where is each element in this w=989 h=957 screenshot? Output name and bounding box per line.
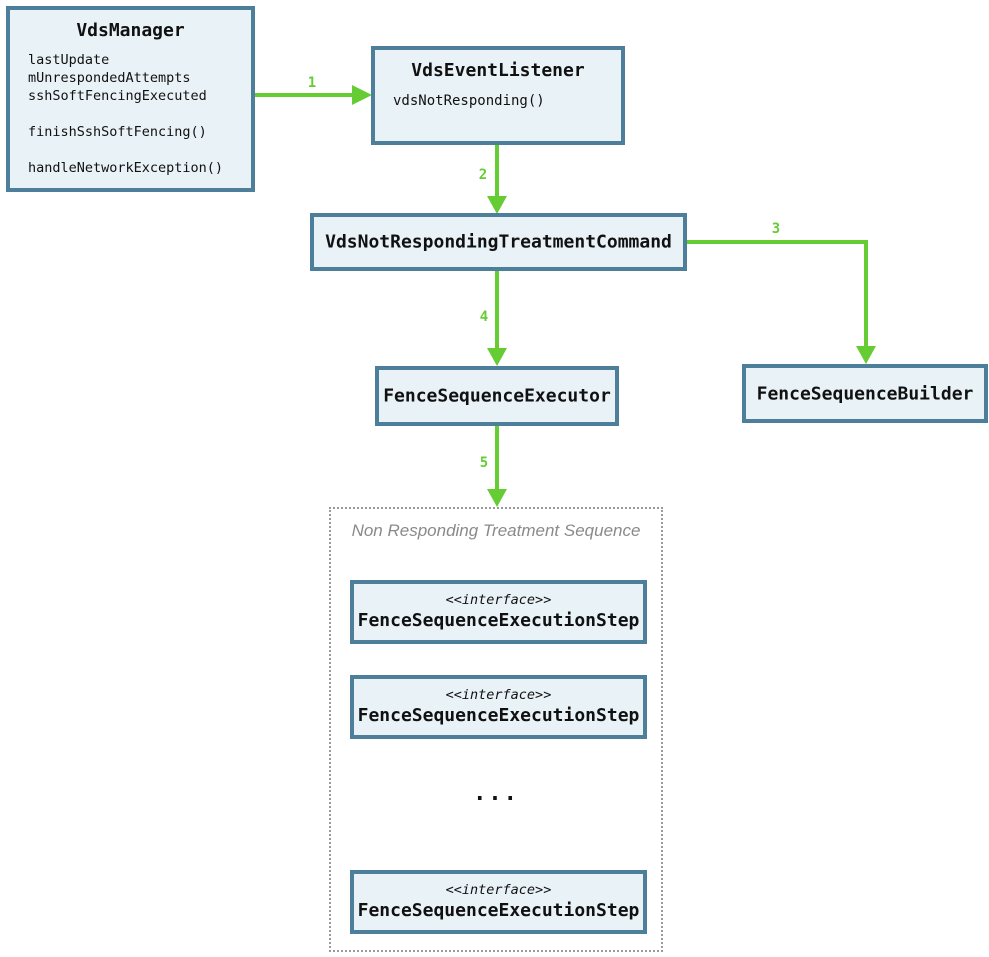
arrow-2-label: 2 [478,167,488,183]
attribute-line: sshSoftFencingExecuted [28,88,207,104]
sequence-container: Non Responding Treatment Sequence <<inte… [329,507,663,952]
method-line: vdsNotResponding() [393,93,545,109]
node-title: VdsNotRespondingTreatmentCommand [325,231,672,253]
method-line: handleNetworkException() [28,160,224,176]
node-title: FenceSequenceExecutor [383,385,611,407]
node-title: FenceSequenceExecutionStep [357,704,640,726]
node-vds-manager: VdsManager lastUpdate mUnrespondedAttemp… [6,6,255,192]
node-fence-sequence-execution-step: <<interface>> FenceSequenceExecutionStep [350,870,647,934]
node-vds-not-responding-treatment-command: VdsNotRespondingTreatmentCommand [310,213,687,271]
attribute-line: mUnrespondedAttempts [28,70,191,86]
arrow-4-label: 4 [479,309,489,325]
arrow-3-label: 3 [771,221,781,237]
node-title: VdsManager [76,20,185,41]
method-line: finishSshSoftFencing() [28,124,207,140]
node-title: FenceSequenceExecutionStep [357,899,640,921]
ellipsis-label: ... [473,781,519,806]
arrow-3 [687,240,876,364]
stereotype-label: <<interface>> [445,686,552,703]
node-title: FenceSequenceExecutionStep [357,609,640,631]
sequence-container-title: Non Responding Treatment Sequence [351,521,641,540]
node-fence-sequence-executor: FenceSequenceExecutor [375,366,619,426]
node-title: FenceSequenceBuilder [756,383,974,404]
arrow-5-label: 5 [479,455,489,471]
stereotype-label: <<interface>> [445,591,552,608]
node-vds-event-listener: VdsEventListener vdsNotResponding() [371,46,625,145]
node-fence-sequence-builder: FenceSequenceBuilder [742,364,988,423]
node-title: VdsEventListener [411,60,585,81]
stereotype-label: <<interface>> [445,881,552,898]
arrow-1-label: 1 [307,75,317,91]
node-fence-sequence-execution-step: <<interface>> FenceSequenceExecutionStep [350,580,647,644]
node-fence-sequence-execution-step: <<interface>> FenceSequenceExecutionStep [350,675,647,739]
attribute-line: lastUpdate [28,52,110,68]
